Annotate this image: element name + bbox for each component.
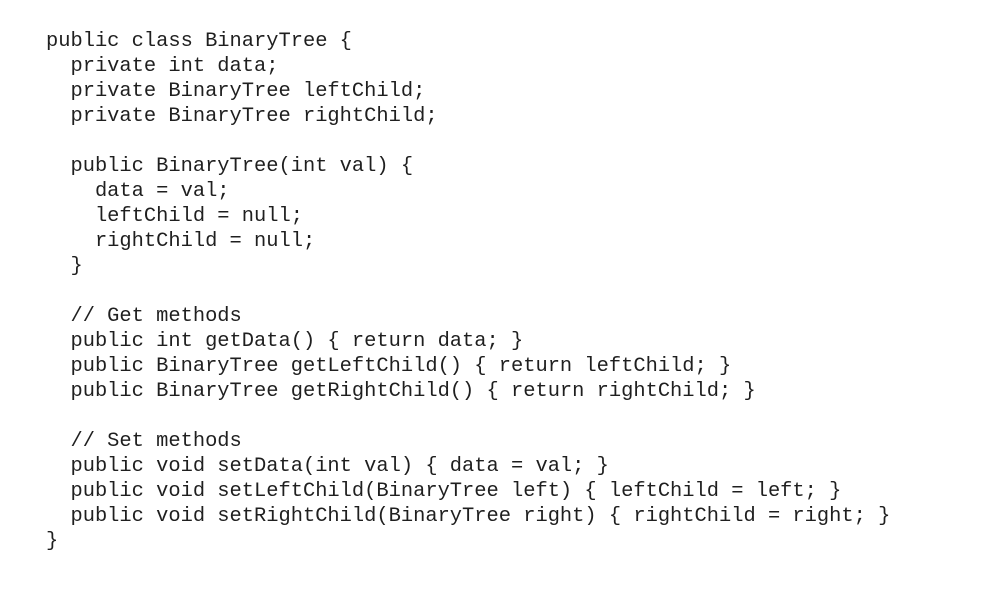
code-line: // Get methods [46, 305, 242, 328]
code-line: } [46, 255, 83, 278]
code-line: } [46, 530, 59, 553]
code-line: private BinaryTree rightChild; [46, 105, 438, 128]
code-line: leftChild = null; [46, 205, 303, 228]
code-line: public BinaryTree getRightChild() { retu… [46, 380, 756, 403]
code-line: // Set methods [46, 430, 242, 453]
code-line: rightChild = null; [46, 230, 316, 253]
code-line: private BinaryTree leftChild; [46, 80, 426, 103]
code-line: public int getData() { return data; } [46, 330, 524, 353]
code-line: data = val; [46, 180, 230, 203]
code-line: public void setLeftChild(BinaryTree left… [46, 480, 842, 503]
code-line: public void setData(int val) { data = va… [46, 455, 609, 478]
code-line: public void setRightChild(BinaryTree rig… [46, 505, 891, 528]
code-line: public class BinaryTree { [46, 30, 352, 53]
code-line: public BinaryTree getLeftChild() { retur… [46, 355, 732, 378]
code-line: public BinaryTree(int val) { [46, 155, 414, 178]
code-line: private int data; [46, 55, 279, 78]
